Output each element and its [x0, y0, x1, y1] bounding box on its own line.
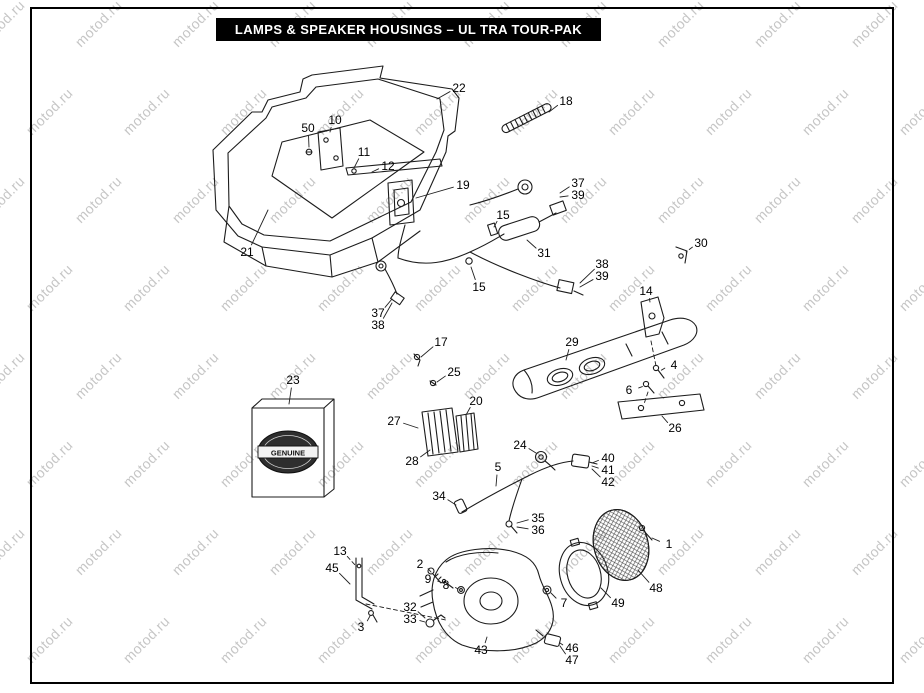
diagram-title-text: LAMPS & SPEAKER HOUSINGS – UL TRA TOUR-P… — [234, 22, 583, 37]
speaker-grille — [592, 509, 650, 581]
screw-25 — [429, 379, 437, 387]
screw-50 — [305, 148, 313, 156]
antenna-cable — [501, 103, 552, 134]
mount-bracket-45 — [355, 557, 375, 610]
screw-1 — [638, 524, 653, 541]
bracket-30 — [675, 246, 688, 264]
hinge-plate-and-rail — [305, 127, 443, 176]
leader-lines — [251, 91, 693, 655]
tour-pak-housing — [212, 65, 460, 278]
grille-inserts — [421, 407, 479, 457]
washer-8 — [457, 586, 465, 594]
grommet-7 — [542, 585, 552, 595]
clamp-34 — [453, 498, 468, 514]
latch-plate — [387, 179, 415, 226]
diagram-title: LAMPS & SPEAKER HOUSINGS – UL TRA TOUR-P… — [216, 18, 601, 41]
speaker-housing — [419, 548, 554, 652]
screw-4 — [652, 364, 665, 379]
screw-6 — [642, 380, 655, 394]
emblem-package: GENUINE — [251, 398, 335, 498]
light-bar — [512, 317, 698, 400]
connector-46 — [535, 629, 562, 647]
wiring-harness — [375, 179, 584, 306]
mount-plate-26 — [617, 393, 705, 420]
pin-9 — [441, 578, 454, 589]
screw-3 — [368, 610, 378, 623]
alignment-dashes — [365, 340, 657, 621]
rear-harness — [453, 450, 598, 534]
screw-35 — [505, 520, 518, 534]
screw-2 — [427, 567, 442, 584]
screw-17 — [413, 353, 421, 367]
bracket-14 — [640, 296, 665, 338]
emblem-text: GENUINE — [271, 449, 305, 458]
